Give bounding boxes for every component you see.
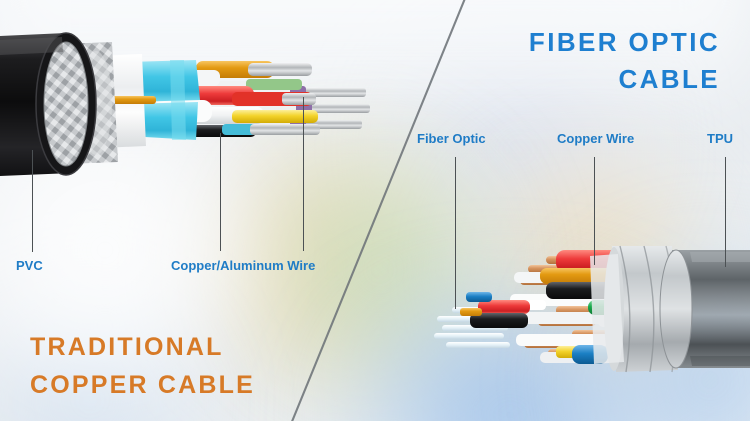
leader-line-copper-aluminum-1 [220,133,221,251]
traditional-copper-cable-title: TRADITIONAL COPPER CABLE [30,328,255,404]
copper-title-line-1: TRADITIONAL [30,333,224,361]
leader-line-tpu [725,157,726,267]
label-fiber-optic: Fiber Optic [417,131,486,146]
leader-line-pvc [32,150,33,252]
fiber-optic-cable-title: FIBER OPTIC CABLE [529,24,720,98]
copper-cable-illustration [0,32,370,176]
fiber-optic-title-line-1: FIBER OPTIC [528,27,720,57]
leader-line-fiber-optic [455,157,456,309]
leader-line-copper-wire [594,157,595,265]
leader-line-copper-aluminum-2 [303,97,304,251]
label-copper-wire: Copper Wire [557,131,635,146]
label-copper-aluminum-wire: Copper/Aluminum Wire [171,258,316,273]
label-tpu: TPU [707,131,733,146]
copper-cable-pvc-jacket [0,32,97,176]
label-pvc: PVC [16,258,43,273]
fiber-cable-shield-wrap [590,245,678,373]
fiber-optic-cable-illustration [434,245,750,373]
fiber-cable-tpu-jacket [659,249,750,369]
copper-title-line-2: COPPER CABLE [30,371,256,399]
fiber-optic-title-line-2: CABLE [618,63,720,94]
